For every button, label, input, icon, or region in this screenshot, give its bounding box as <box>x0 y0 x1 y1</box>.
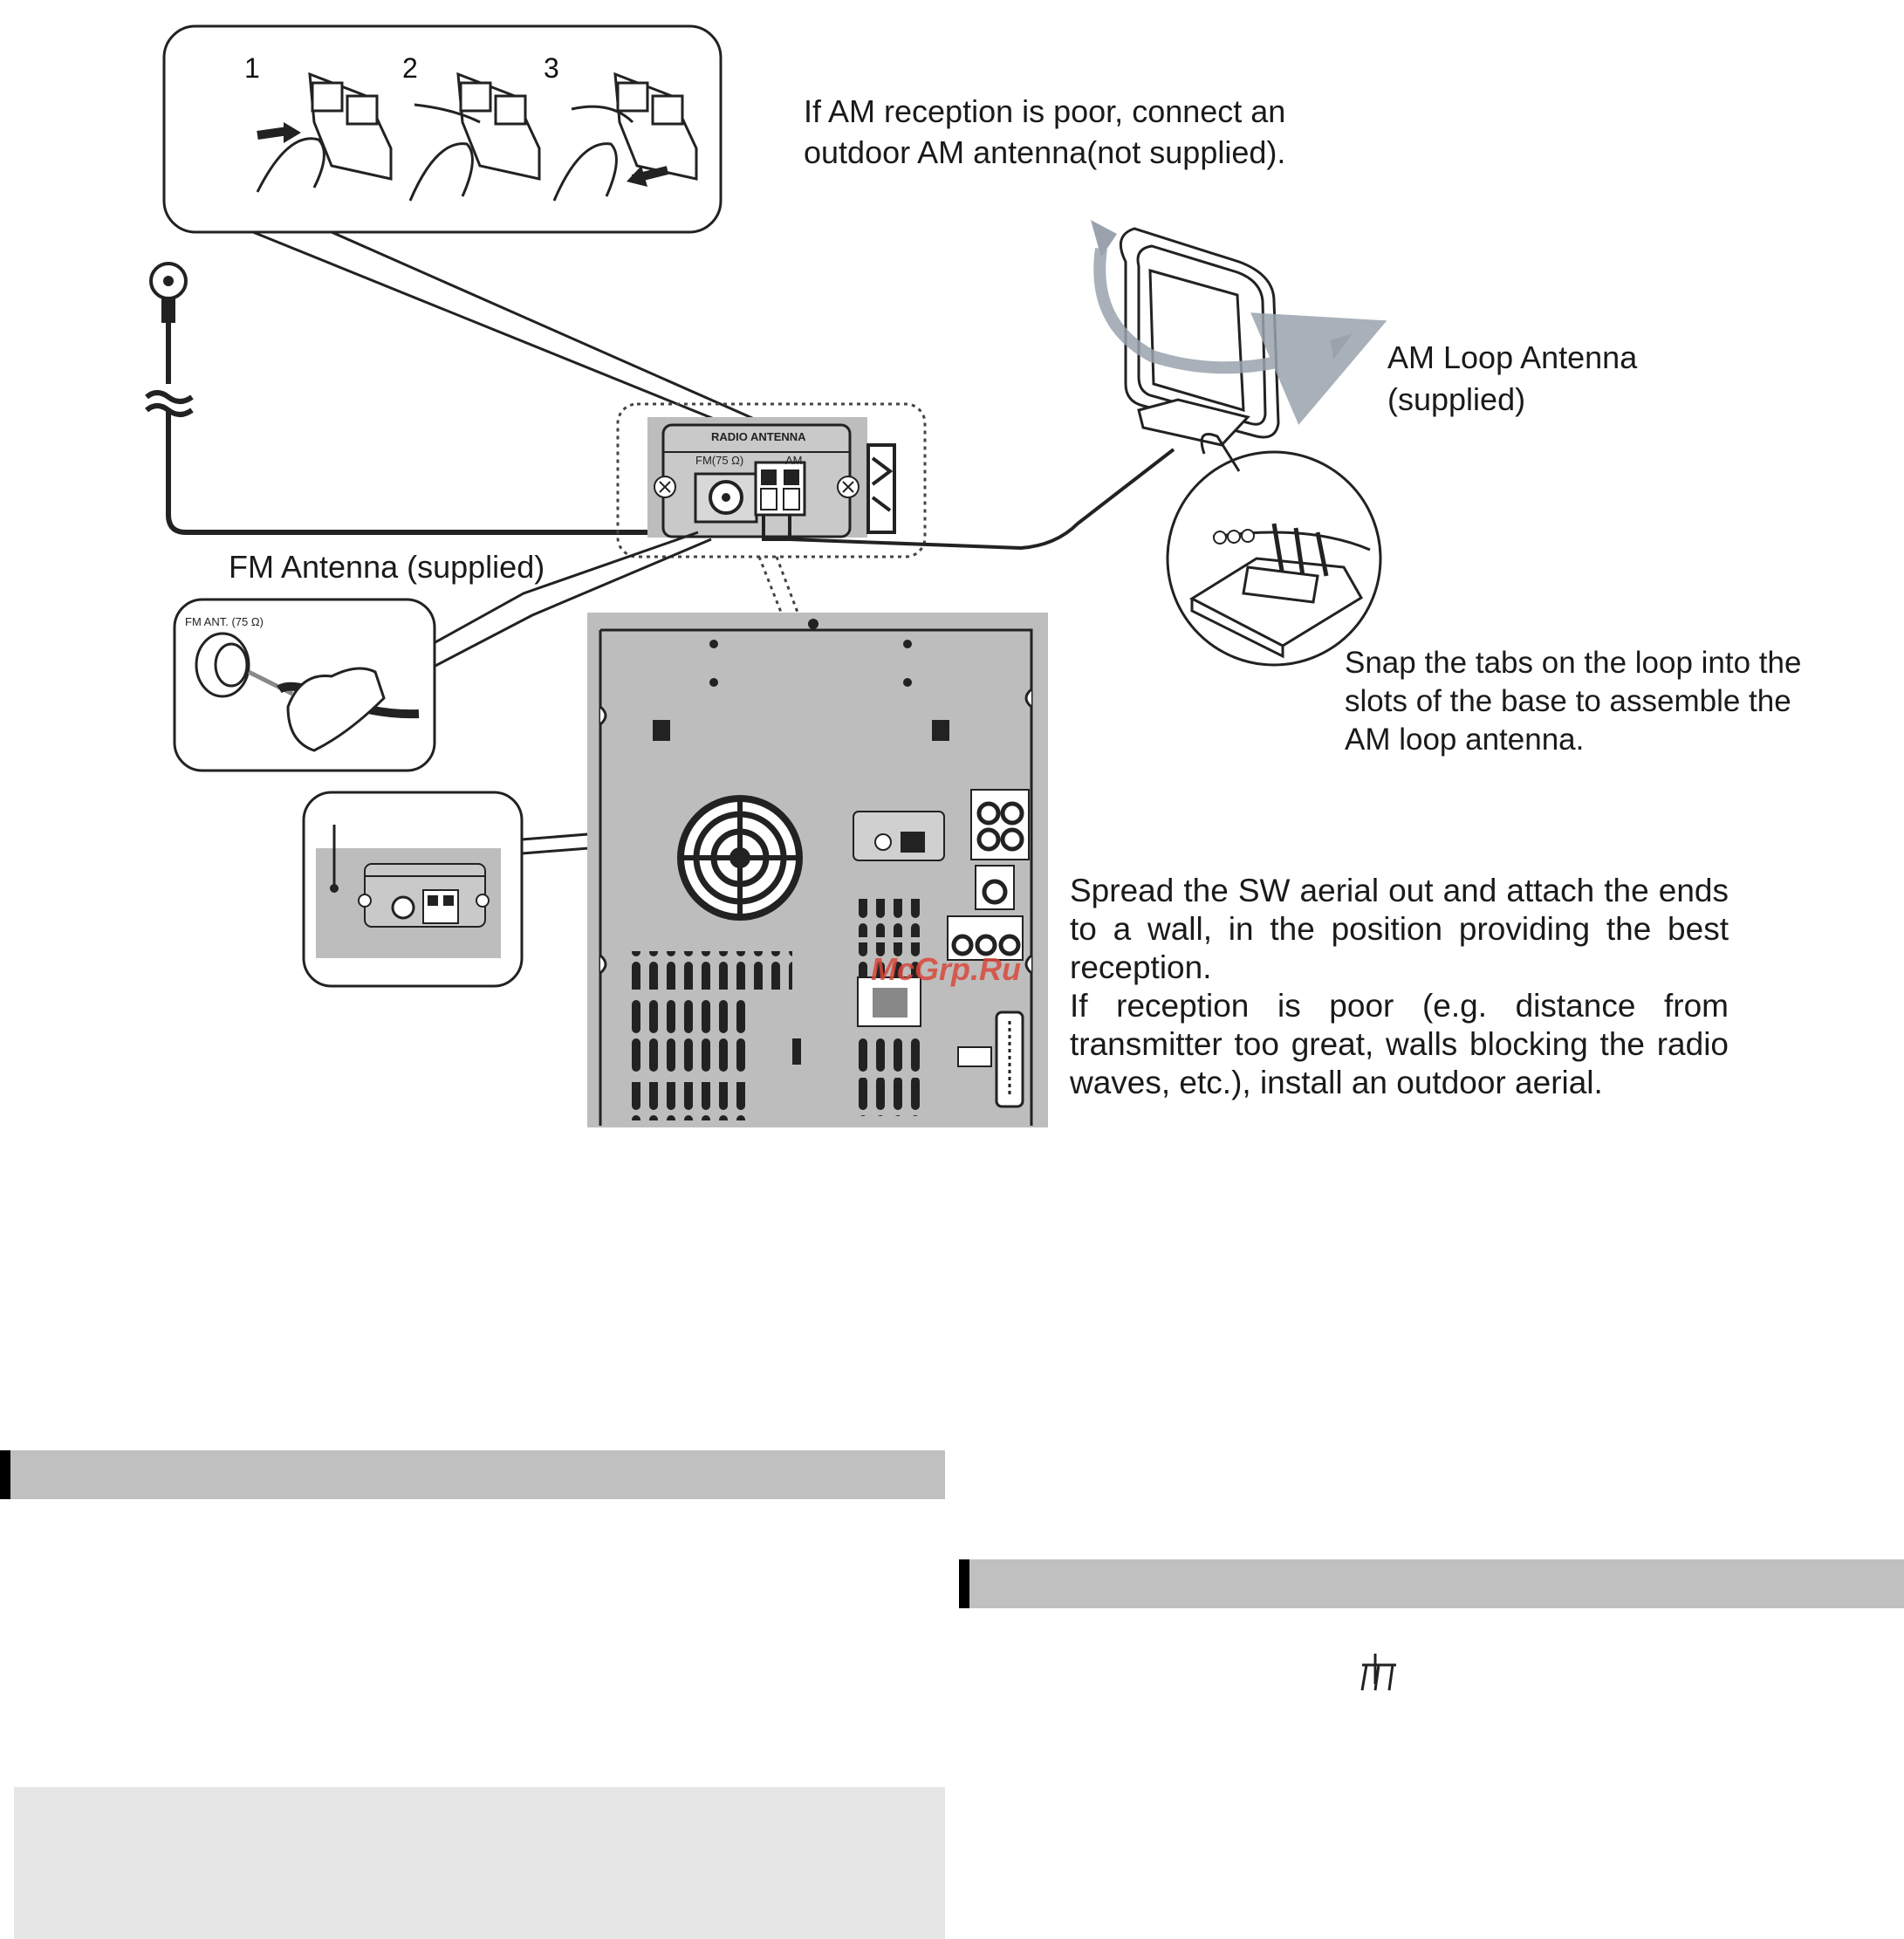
small-radio-antenna-inset <box>302 791 524 988</box>
am-loop-label: AM Loop Antenna (supplied) <box>1387 337 1637 421</box>
step-number-2: 2 <box>402 52 418 84</box>
section-header-bar-right <box>959 1559 1904 1608</box>
radio-antenna-panel <box>647 417 1175 551</box>
terminal-step-3-illustration <box>552 72 698 202</box>
am-loop-label-supplied: (supplied) <box>1387 381 1526 417</box>
terminal-step-2-illustration <box>408 72 541 202</box>
step-number-1: 1 <box>244 52 260 84</box>
section-header-marker <box>0 1450 10 1499</box>
am-label: AM <box>785 454 803 467</box>
terminal-zoom-outline <box>616 402 927 558</box>
am-loop-antenna <box>1091 220 1387 667</box>
fm-75-label: FM(75 Ω) <box>695 454 744 467</box>
fm-ant-inset <box>173 598 436 772</box>
fm-antenna-wire <box>145 262 731 535</box>
radio-antenna-plate: RADIO ANTENNA <box>711 430 806 443</box>
fm-antenna-label: FM Antenna (supplied) <box>229 549 545 585</box>
speaker-terminals <box>857 789 1030 1108</box>
sw-aerial-note: Spread the SW aerial out and attach the … <box>1070 873 1729 985</box>
watermark: McGrp.Ru <box>871 951 1022 987</box>
am-loop-label-title: AM Loop Antenna <box>1387 339 1638 375</box>
unit-rear-panel <box>587 613 1048 1127</box>
antenna-symbol-icon <box>1360 1654 1396 1691</box>
section-header-bar-left <box>0 1450 945 1499</box>
poor-reception-note: If reception is poor (e.g. distance from… <box>1070 988 1729 1100</box>
cooling-fan <box>677 795 803 921</box>
terminal-step-1-illustration <box>256 72 393 193</box>
snap-tabs-note: Snap the tabs on the loop into the slots… <box>1345 646 1802 757</box>
step-number-3: 3 <box>544 52 559 84</box>
terminal-steps-inset <box>162 24 723 234</box>
note-box <box>14 1787 945 1939</box>
am-outdoor-note: If AM reception is poor, connect an outd… <box>804 93 1286 170</box>
section-header-marker <box>959 1559 969 1608</box>
fm-ant-plate: FM ANT. (75 Ω) <box>185 615 264 628</box>
